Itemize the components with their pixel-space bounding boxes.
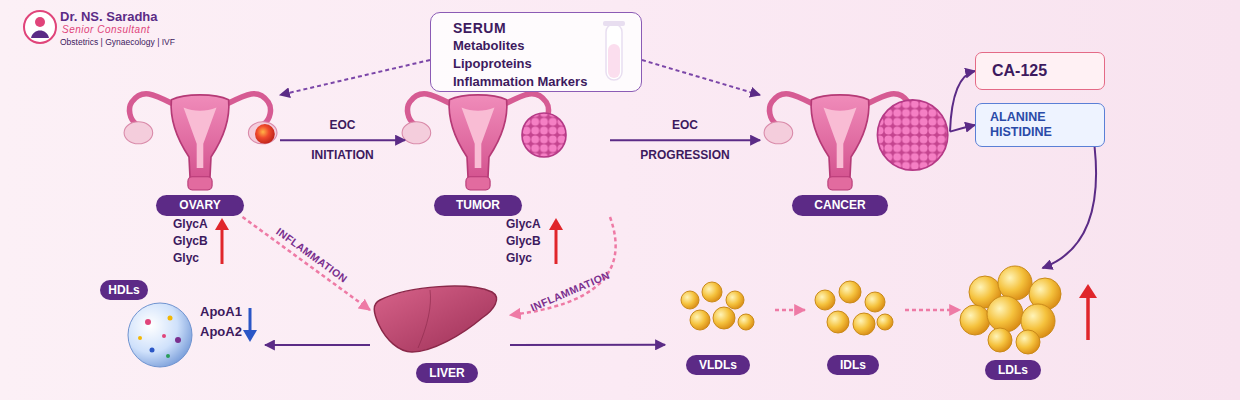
bracket-arrow [950,71,975,132]
conversion-arrow [775,309,805,312]
marker-box: ALANINE HISTIDINE [975,103,1105,147]
lipoprotein-node: LDLs [960,268,1070,382]
flow-arrow [280,139,405,141]
dashed-arrow [642,60,760,95]
hdl-particle [128,303,192,367]
marker-name: GlycA [506,216,541,232]
uterus-tumor [402,94,566,190]
marker-box: CA-125 [975,52,1105,90]
organ-name: LIVER [416,363,478,383]
stage-name: TUMOR [434,195,522,216]
stage-node: TUMOR [405,95,610,217]
flow-arrow [265,344,370,346]
brand-title: Senior Consultant [62,24,150,35]
brand-name: Dr. NS. Saradha [60,9,158,24]
marker-name: ALANINE HISTIDINE [990,110,1052,140]
serum-box: SERUMMetabolitesLipoproteinsInflammation… [430,12,642,92]
stage-node: CANCER [760,95,950,217]
flow-arrow [510,344,665,346]
uterus-ovary [124,94,277,190]
lipoprotein-name: HDLs [100,280,148,300]
flow-arrow [610,139,760,141]
name-pill: LDLs [985,360,1041,380]
inflammation-arrow [510,217,616,315]
marker-name: Glyc [173,250,199,266]
up-arrow [215,55,1097,340]
marker-name: GlycB [506,233,541,249]
stage-name: CANCER [792,195,888,216]
brand-specialty: Obstetrics | Gynaecology | IVF [60,37,175,47]
lipoprotein-cluster [681,266,1061,354]
organ-node: LIVER [370,285,510,385]
lipoprotein-name: IDLs [827,355,879,375]
liver-organ [374,286,496,352]
edge-label: INFLAMMATION [274,225,350,285]
marker-name: GlycB [173,233,208,249]
lipoprotein-name: VLDLs [686,355,750,375]
inflammation-arrow [243,217,371,310]
apolipoprotein-name: ApoA2 [200,324,242,340]
marker-name: Glyc [506,250,532,266]
name-pill: TUMOR [434,195,522,216]
box-item: Metabolites [453,37,641,55]
name-pill: LIVER [416,363,478,383]
box-heading: SERUM [453,19,641,37]
down-arrow [243,110,1095,342]
apolipoprotein-name: ApoA1 [200,304,242,320]
lipoprotein-node: VLDLs [665,285,775,380]
name-pill: HDLs [100,280,148,300]
curved-arrow [1043,147,1097,268]
lipoprotein-node: IDLs [805,285,905,380]
logo-mark [24,11,56,43]
bracket-arrow [950,125,975,132]
name-pill: VLDLs [686,355,750,375]
name-pill: OVARY [156,195,244,216]
box-item: Inflammation Markers [453,73,641,91]
edge-label: EOC PROGRESSION [640,110,729,170]
conversion-arrow [905,309,960,312]
dashed-arrow [280,60,430,95]
stage-node: OVARY [130,95,280,217]
lipoprotein-name: LDLs [985,360,1041,380]
name-pill: CANCER [792,195,888,216]
edge-label: INFLAMMATION [528,268,611,313]
name-pill: IDLs [827,355,879,375]
uterus-cancer [764,94,948,190]
edge-label: EOC INITIATION [311,110,373,170]
stage-name: OVARY [156,195,244,216]
marker-name: GlycA [173,216,208,232]
marker-name: CA-125 [992,53,1104,88]
box-item: Lipoproteins [453,55,641,73]
